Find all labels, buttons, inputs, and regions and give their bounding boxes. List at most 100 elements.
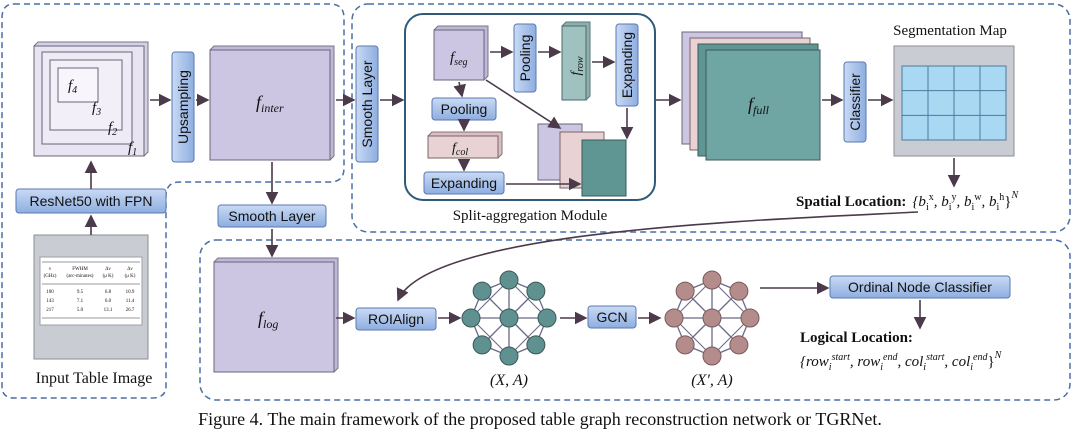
graph-node (702, 308, 722, 328)
f4-sub: 4 (72, 85, 77, 96)
f-inter-sub: inter (261, 101, 284, 115)
table-cell: 10.9 (126, 290, 135, 295)
graph-left (461, 270, 557, 366)
graph-right-label: (X′, A) (691, 372, 732, 389)
svg-text:f2: f2 (108, 120, 117, 138)
segmentation-map-title: Segmentation Map (893, 23, 1007, 39)
pooling-top-label: Pooling (517, 35, 533, 82)
svg-text:f4: f4 (68, 78, 77, 96)
f-row-block (561, 21, 591, 101)
svg-text:f1: f1 (128, 140, 137, 158)
f-seg-sub: seg (454, 57, 467, 68)
expanding-right-label: Expanding (619, 32, 635, 98)
fpn-feature-stack (33, 41, 149, 157)
graph-node (499, 308, 519, 328)
table-cell: 9.5 (77, 290, 84, 295)
classifier-box (843, 61, 867, 143)
f-log-sub: log (263, 317, 278, 331)
graph-left-label: (X, A) (490, 372, 528, 389)
graph-node (472, 335, 492, 355)
svg-text:fcol: fcol (452, 141, 468, 158)
expanding-bottom-box (423, 171, 505, 195)
spatial-location-label: Spatial Location: (796, 194, 906, 210)
f1-label: f (128, 140, 134, 156)
table-cell: 26.7 (126, 308, 135, 313)
f-col-block (427, 131, 503, 159)
table-header-cell: (μ K) (125, 274, 136, 279)
graph-node (499, 346, 519, 366)
graph-node (526, 335, 546, 355)
graph-node (675, 281, 695, 301)
graph-region-border (199, 239, 1071, 401)
classifier-label: Classifier (847, 73, 863, 131)
segmentation-grid (902, 66, 1006, 140)
graph-node (702, 346, 722, 366)
expanding-right-box (615, 23, 639, 107)
table-cell: 143 (46, 299, 54, 304)
smooth-layer-bottom-label: Smooth Layer (228, 208, 315, 224)
split-module-label: Split-aggregation Module (453, 208, 608, 224)
gcn-label: GCN (596, 309, 627, 325)
graph-node (461, 308, 481, 328)
f-seg-block (433, 25, 489, 81)
svg-text:ffull: ffull (748, 94, 770, 117)
f2-label: f (108, 120, 114, 136)
roialign-box (355, 307, 437, 331)
f-log-label: f (258, 308, 266, 328)
f-row-label: f (569, 70, 584, 76)
pooling-left-label: Pooling (441, 101, 488, 117)
table-header-cell: Δν (127, 267, 133, 272)
svg-text:fseg: fseg (450, 50, 468, 68)
table-header-cell: FWHM (72, 267, 88, 272)
table-cell: 13.1 (104, 308, 113, 313)
resnet-label: ResNet50 with FPN (30, 193, 153, 209)
expanding-bottom-label: Expanding (431, 175, 497, 191)
svg-text:finter: finter (256, 92, 284, 115)
segmentation-region-border (351, 3, 1071, 233)
f3-label: f (92, 100, 98, 116)
table-header-cell: (μ K) (103, 274, 114, 279)
f-col-sub: col (456, 147, 468, 158)
smooth-layer-top-box (355, 45, 379, 163)
graph-node (472, 281, 492, 301)
f-seg-label: f (450, 50, 456, 66)
table-text: ν(GHz)FWHM(arc-minutes)Δν(μ K)Δν(μ K)100… (44, 267, 136, 313)
roialign-label: ROIAlign (368, 311, 424, 327)
smooth-layer-bottom-box (217, 204, 327, 228)
table-cell: 5.0 (77, 308, 84, 313)
f1-sub: 1 (132, 147, 137, 158)
input-table-label: Input Table Image (36, 370, 153, 387)
ordinal-classifier-box (829, 275, 1011, 299)
graph-node (729, 335, 749, 355)
graph-right (664, 270, 760, 366)
graph-node (499, 270, 519, 290)
graph-node (664, 308, 684, 328)
f3-sub: 3 (95, 107, 101, 118)
table-cell: 217 (46, 308, 54, 313)
graph-node (526, 281, 546, 301)
svg-text:flog: flog (258, 308, 278, 331)
graph-node (537, 308, 557, 328)
table-cell: 7.1 (77, 299, 84, 304)
f4-label: f (68, 78, 74, 94)
f-col-label: f (452, 141, 458, 156)
table-header-cell: ν (49, 267, 52, 272)
f-full-sub: full (753, 103, 770, 117)
table-header-cell: (GHz) (44, 274, 57, 279)
f-log-block (213, 257, 339, 373)
gcn-box (587, 305, 637, 329)
input-table-image (33, 234, 149, 360)
ordinal-classifier-label: Ordinal Node Classifier (848, 279, 992, 295)
graph-node (740, 308, 760, 328)
logical-sup-n: N (994, 350, 1003, 361)
graph-node (702, 270, 722, 290)
spatial-sup-n: N (1011, 190, 1020, 201)
smooth-layer-top-label: Smooth Layer (359, 60, 375, 147)
pooling-top-box (513, 23, 537, 93)
f-inter-label: f (256, 92, 264, 112)
logical-location-label: Logical Location: (800, 330, 913, 346)
upsampling-label: Upsampling (175, 70, 191, 144)
graph-node (675, 335, 695, 355)
figure-caption: Figure 4. The main framework of the prop… (198, 409, 882, 429)
